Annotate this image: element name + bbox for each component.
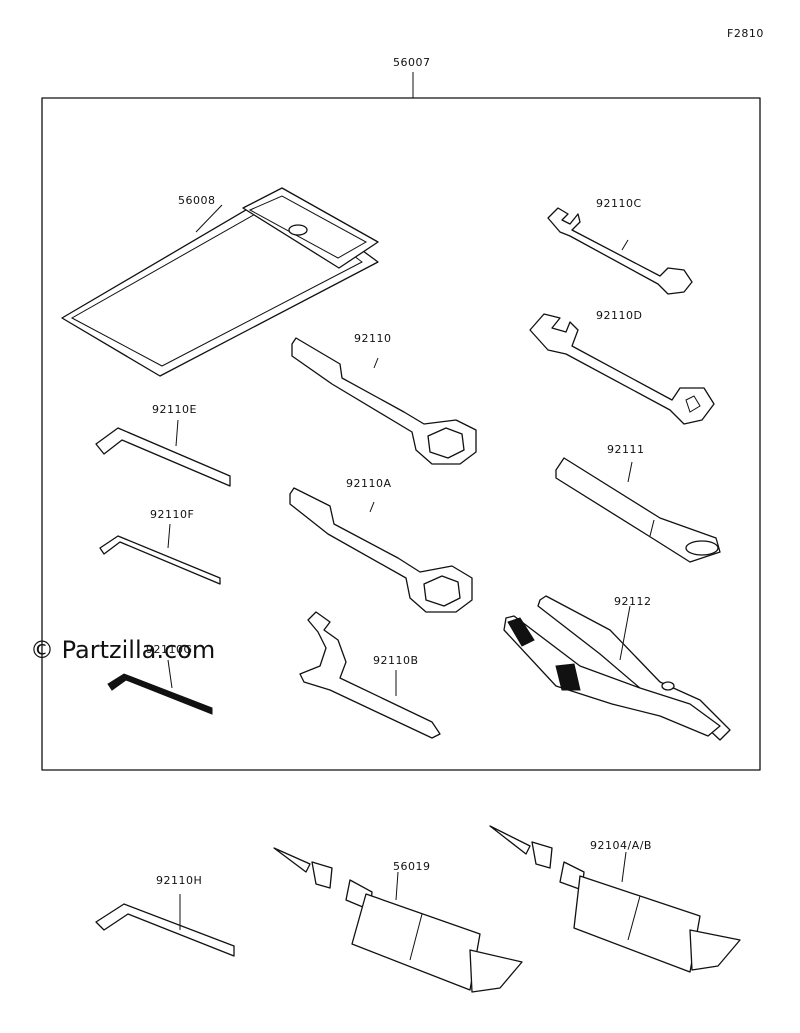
part-92110-label: 92110 <box>354 332 392 345</box>
part-92110g-label: 92110G <box>146 643 193 656</box>
part-92104-label: 92104/A/B <box>590 839 652 852</box>
handle-extension-92111 <box>555 457 721 563</box>
part-56019-label: 56019 <box>393 860 431 873</box>
part-92111-label: 92111 <box>607 443 645 456</box>
hex-key-92110g <box>107 659 213 715</box>
part-92110f-label: 92110F <box>150 508 195 521</box>
hex-key-92110h <box>95 894 235 957</box>
hex-key-92110f <box>99 523 221 585</box>
grease-tube-56019 <box>273 847 523 993</box>
part-92110c-label: 92110C <box>596 197 642 210</box>
tool-pouch-56008 <box>61 187 379 377</box>
open-wrench-92110d <box>529 313 715 425</box>
kit-part-number: 56007 <box>393 56 431 69</box>
part-92110d-label: 92110D <box>596 309 643 322</box>
part-92110a-label: 92110A <box>346 477 392 490</box>
part-92110e-label: 92110E <box>152 403 197 416</box>
hook-spanner-92110b <box>299 611 441 739</box>
part-92110h-label: 92110H <box>156 874 203 887</box>
open-wrench-92110c <box>547 207 693 295</box>
grease-tube-92104 <box>489 825 741 973</box>
hex-key-92110e <box>95 419 231 487</box>
box-wrench-92110 <box>291 337 477 465</box>
pliers-92112 <box>503 595 731 741</box>
part-56008-label: 56008 <box>178 194 216 207</box>
partzilla-watermark: © Partzilla.com <box>30 636 216 664</box>
figure-code: F2810 <box>727 27 764 40</box>
part-92110b-label: 92110B <box>373 654 419 667</box>
part-92112-label: 92112 <box>614 595 652 608</box>
box-wrench-92110a <box>289 487 473 613</box>
tool-kit-frame <box>41 97 761 771</box>
